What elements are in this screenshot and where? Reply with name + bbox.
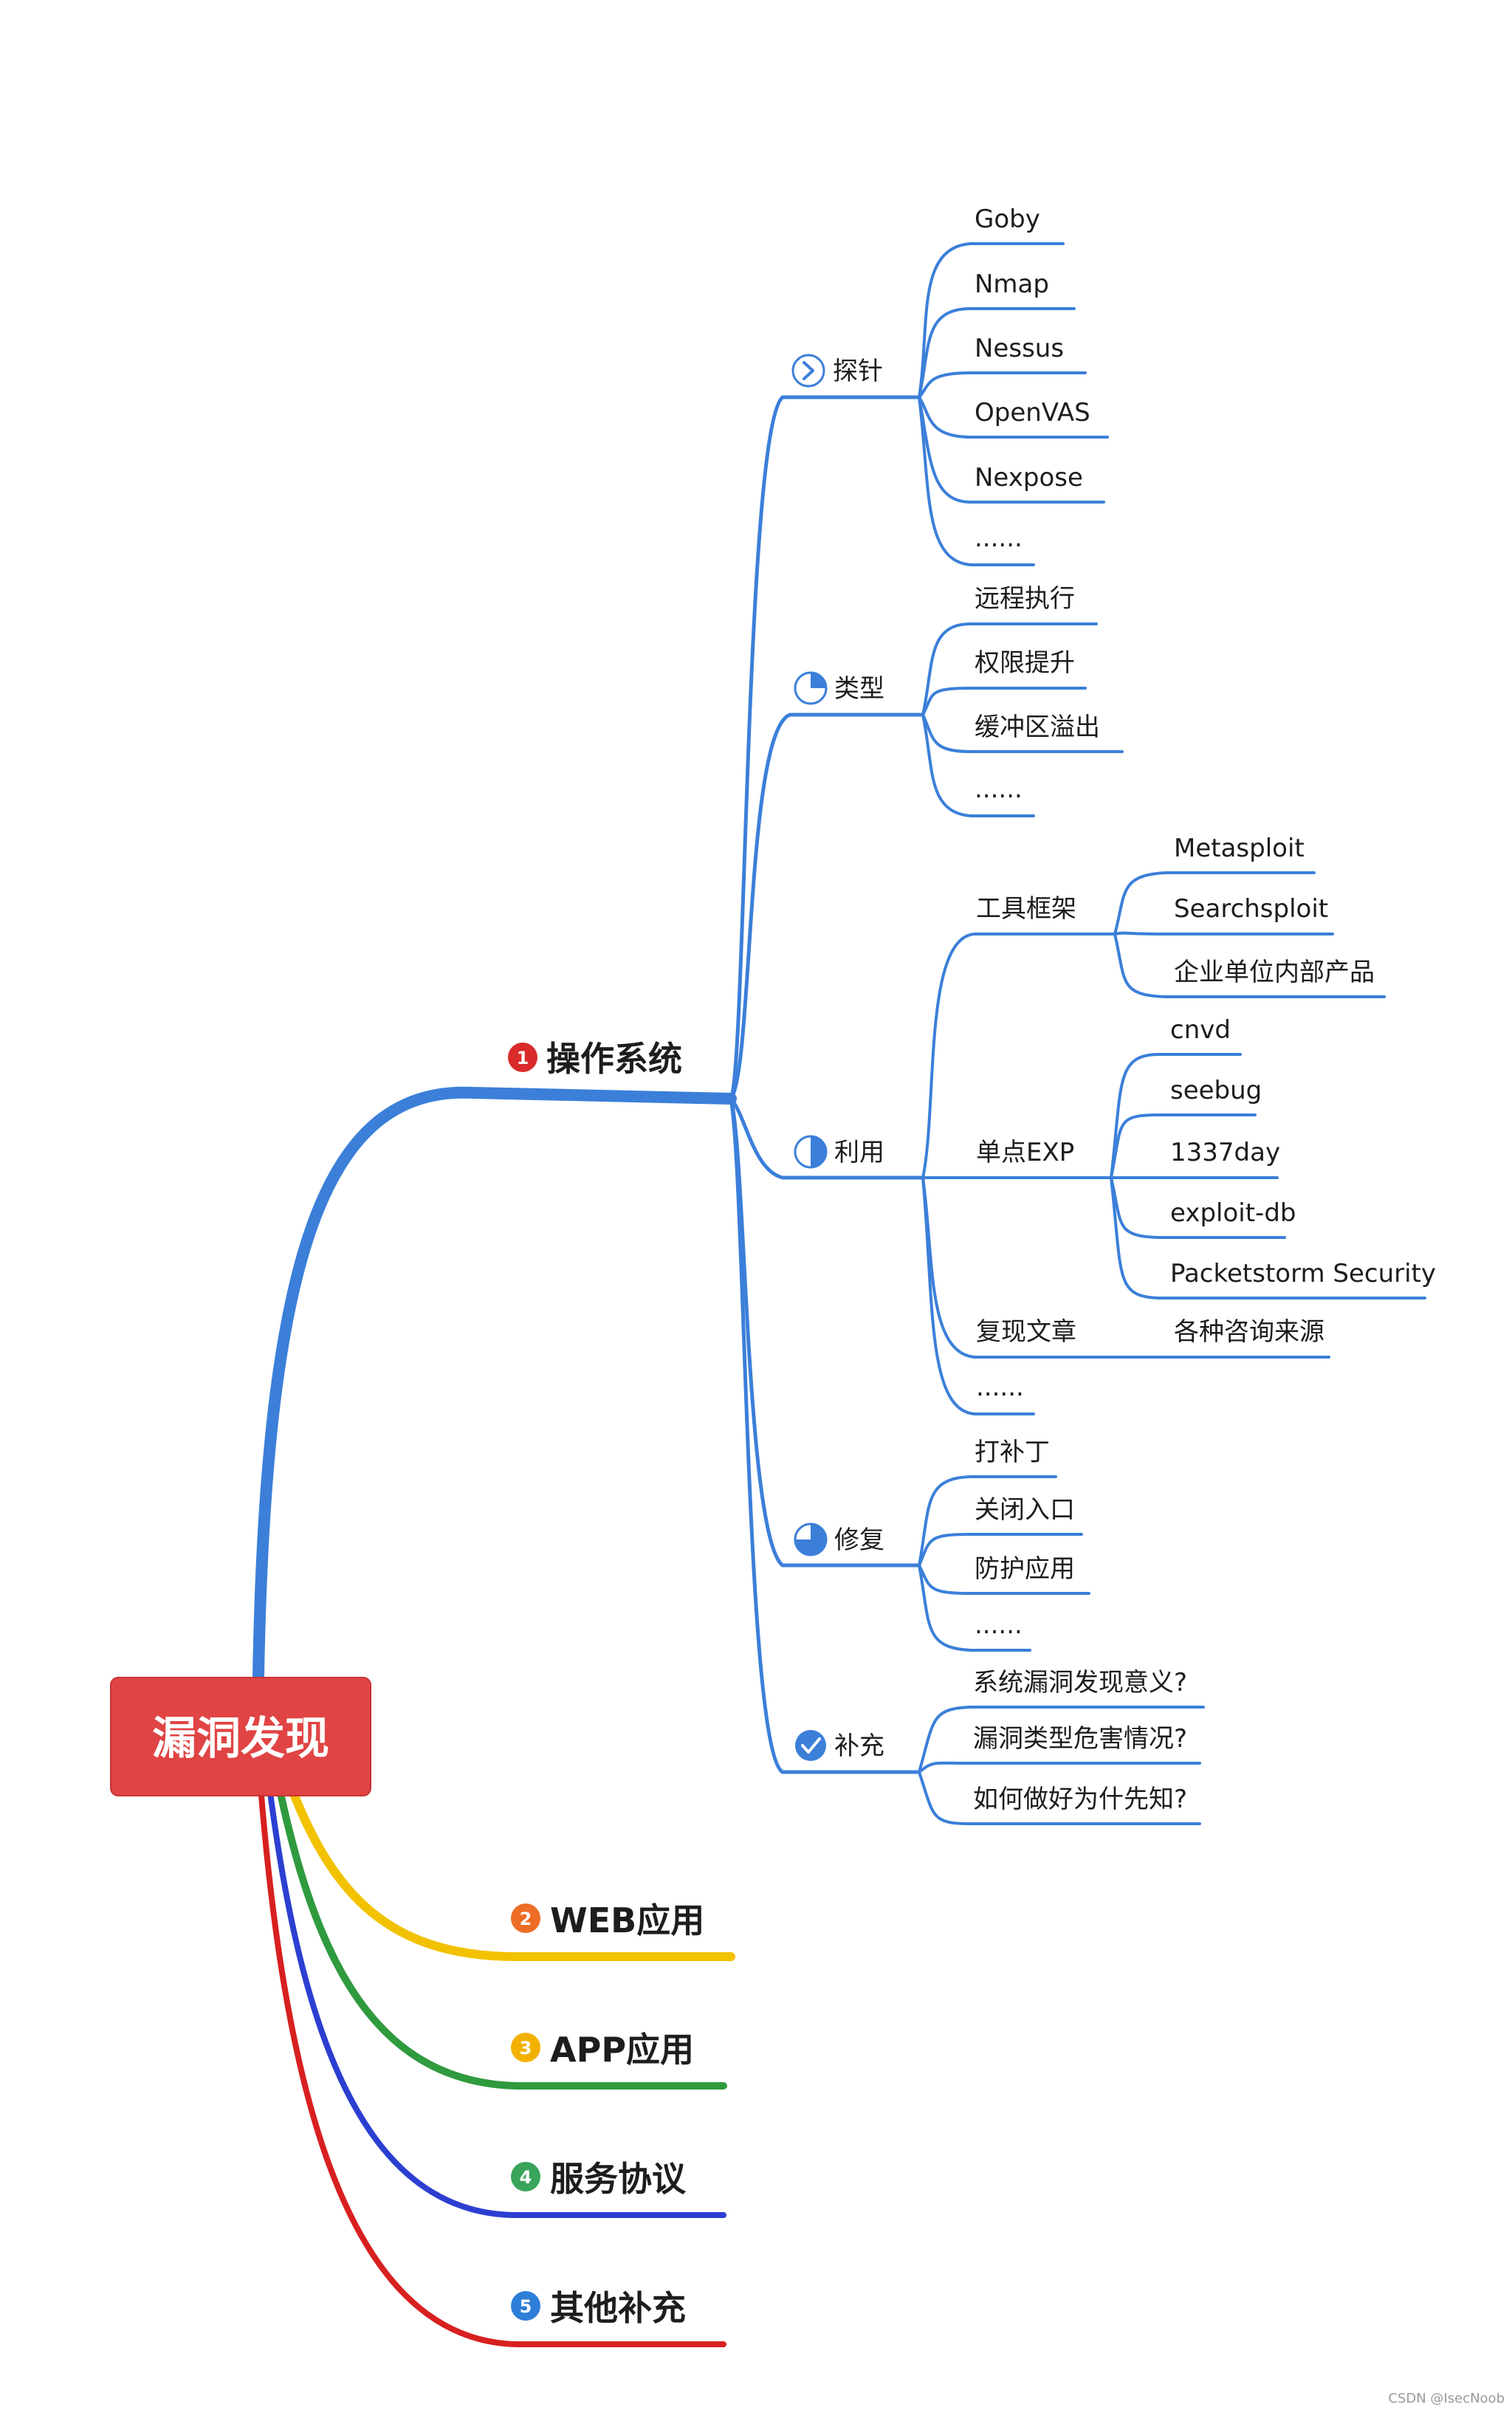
branch-label-fix: 修复 [834,1525,884,1555]
os-connectors [729,395,925,1774]
badge-4-icon [511,2162,540,2191]
supplement-leaf-connectors [918,1706,1205,1825]
watermark-text: CSDN @IsecNoob [1388,2391,1505,2406]
probe-leaf-connectors [918,242,1109,566]
leaf-node[interactable]: 远程执行 [975,584,1075,614]
svg-text:3: 3 [520,2038,532,2059]
main-label-web: WEB应用 [550,1901,704,1940]
main-node-web[interactable]: 2 WEB应用 [511,1901,704,1940]
leaf-node[interactable]: 各种咨询来源 [1174,1317,1324,1347]
use-sub-connectors [921,933,1116,1415]
svg-text:4: 4 [520,2167,532,2188]
leaf-node[interactable]: Goby [975,205,1040,234]
connector-web [276,1753,735,1961]
probe-leaves: Goby Nmap Nessus OpenVAS Nexpose ...... [975,205,1090,553]
use-article-leaves: 各种咨询来源 [1174,1317,1324,1347]
main-node-os[interactable]: 1 操作系统 [508,1039,682,1079]
leaf-node[interactable]: 系统漏洞发现意义? [973,1668,1187,1697]
progress-three-quarter-icon [794,1522,828,1556]
branch-label-supplement: 补充 [834,1731,884,1761]
badge-2-icon [511,1903,540,1933]
leaf-node[interactable]: 缓冲区溢出 [975,713,1100,742]
root-node[interactable]: 漏洞发现 [110,1677,371,1796]
type-leaves: 远程执行 权限提升 缓冲区溢出 ...... [975,584,1100,804]
svg-text:1: 1 [517,1048,529,1068]
sub-node[interactable]: 复现文章 [976,1317,1076,1347]
type-leaf-connectors [921,622,1124,817]
leaf-node[interactable]: ...... [975,1610,1023,1640]
branch-type[interactable]: 类型 [794,671,884,705]
leaf-node[interactable]: 关闭入口 [975,1495,1075,1525]
leaf-node[interactable]: 如何做好为什先知? [973,1785,1187,1814]
branch-supplement[interactable]: 补充 [795,1730,884,1761]
fix-leaf-connectors [918,1475,1090,1652]
sub-node[interactable]: ...... [976,1373,1024,1402]
leaf-node[interactable]: seebug [1170,1076,1262,1105]
main-label-service: 服务协议 [550,2159,687,2199]
use-framework-leaves: Metasploit Searchsploit 企业单位内部产品 [1174,834,1375,987]
branch-probe[interactable]: 探针 [791,354,883,388]
root-connectors [252,1086,737,2347]
main-label-app: APP应用 [550,2030,694,2070]
main-label-other: 其他补充 [550,2288,686,2328]
leaf-node[interactable]: Metasploit [1174,834,1305,863]
leaf-node[interactable]: cnvd [1170,1015,1231,1045]
progress-quarter-icon [794,671,828,705]
leaf-node[interactable]: ...... [975,523,1023,553]
main-node-service[interactable]: 4 服务协议 [511,2159,687,2199]
progress-half-icon [794,1135,828,1169]
leaf-node[interactable]: Nexpose [975,463,1083,492]
leaf-node[interactable]: 打补丁 [975,1438,1050,1467]
connector-service [263,1754,726,2218]
leaf-node[interactable]: Searchsploit [1174,894,1328,924]
check-circle-icon [795,1730,826,1761]
chevron-circle-icon [791,354,825,388]
svg-text:2: 2 [520,1909,532,1929]
use-exp-connectors [1110,1053,1426,1300]
leaf-node[interactable]: 防护应用 [975,1554,1075,1584]
branch-fix[interactable]: 修复 [794,1522,884,1556]
leaf-node[interactable]: Nmap [975,270,1049,299]
sub-node[interactable]: 单点EXP [976,1138,1074,1167]
leaf-node[interactable]: exploit-db [1170,1198,1296,1228]
branch-label-probe: 探针 [833,357,883,386]
root-label: 漏洞发现 [152,1713,329,1765]
leaf-node[interactable]: Nessus [975,334,1064,363]
branch-use[interactable]: 利用 [794,1135,884,1169]
leaf-node[interactable]: 企业单位内部产品 [1174,958,1375,987]
leaf-node[interactable]: 漏洞类型危害情况? [973,1724,1187,1754]
fix-leaves: 打补丁 关闭入口 防护应用 ...... [975,1438,1075,1640]
badge-3-icon [511,2033,540,2062]
main-label-os: 操作系统 [546,1039,682,1079]
use-subbranches: 工具框架 单点EXP 复现文章 ...... [976,894,1076,1402]
leaf-node[interactable]: Packetstorm Security [1170,1259,1436,1288]
branch-label-type: 类型 [834,674,884,704]
use-framework-connectors [1113,871,1386,998]
badge-1-icon [508,1043,537,1072]
leaf-node[interactable]: OpenVAS [975,398,1090,428]
use-exp-leaves: cnvd seebug 1337day exploit-db Packetsto… [1170,1015,1436,1288]
svg-text:5: 5 [520,2296,532,2317]
leaf-node[interactable]: 权限提升 [975,648,1075,678]
leaf-node[interactable]: 1337day [1170,1138,1280,1167]
main-node-other[interactable]: 5 其他补充 [511,2288,686,2328]
connector-os [252,1086,737,1682]
connector-app [269,1754,727,2090]
badge-5-icon [511,2291,540,2321]
main-node-app[interactable]: 3 APP应用 [511,2030,694,2070]
supplement-leaves: 系统漏洞发现意义? 漏洞类型危害情况? 如何做好为什先知? [973,1668,1187,1814]
sub-node[interactable]: 工具框架 [976,894,1076,924]
connector-other [255,1754,726,2347]
branch-label-use: 利用 [834,1138,884,1167]
leaf-node[interactable]: ...... [975,775,1023,804]
